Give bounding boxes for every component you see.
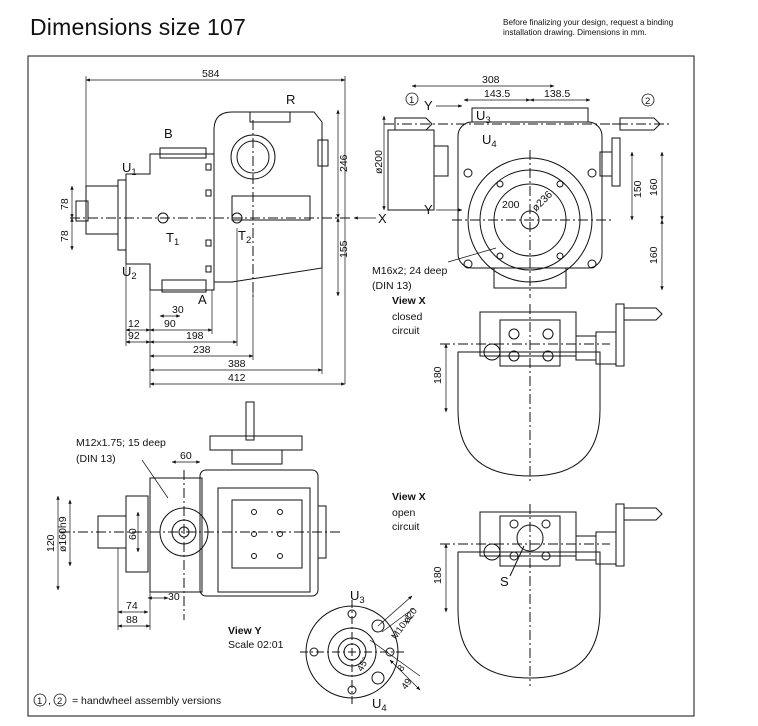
drawing-frame	[27, 55, 695, 717]
thread-note-din-top: (DIN 13)	[372, 280, 412, 292]
dim-78-top: 78	[59, 198, 71, 210]
design-note-line: installation drawing. Dimensions in mm.	[503, 28, 647, 37]
front-view	[384, 107, 670, 298]
dim-200: 200	[502, 199, 520, 211]
bottom-view-dimension-lines	[56, 459, 201, 630]
thread-note-din-bottom: (DIN 13)	[76, 453, 116, 465]
view-y-scale: Scale 02:01	[228, 639, 284, 651]
side-view	[70, 111, 350, 300]
label-y-top: Y	[424, 98, 433, 113]
dim-246: 246	[338, 154, 350, 172]
dim-180-open: 180	[432, 566, 444, 584]
view-x-closed-line1: closed	[392, 311, 423, 323]
label-s: S	[500, 574, 509, 589]
label-u4: U4	[482, 132, 497, 150]
side-view-dimension-lines	[70, 76, 376, 388]
label-x: X	[378, 211, 387, 226]
dim-d236: ø236	[530, 189, 556, 215]
label-r: R	[286, 92, 295, 107]
front-view-dimension-lines	[382, 84, 664, 291]
dim-92: 92	[128, 330, 140, 342]
dim-155: 155	[338, 240, 350, 258]
dim-m10x1: M10x1	[389, 612, 414, 642]
view-x-open-line1: open	[392, 507, 416, 519]
dim-308: 308	[482, 74, 500, 86]
footer-marker-1	[33, 693, 47, 707]
label-u1: U1	[122, 160, 137, 178]
footer-marker-2	[53, 693, 67, 707]
dim-30: 30	[172, 304, 184, 316]
dim-388: 388	[228, 358, 246, 370]
dim-238: 238	[193, 344, 211, 356]
label-t1: T1	[166, 230, 179, 248]
dim-198: 198	[186, 330, 204, 342]
dim-60-horizontal: 60	[180, 450, 192, 462]
dim-12: 12	[128, 318, 140, 330]
label-a: A	[198, 292, 207, 307]
bottom-view-drawing	[60, 401, 340, 620]
dim-160-bottom: 160	[648, 246, 660, 264]
dim-180-closed: 180	[432, 366, 444, 384]
dim-150: 150	[632, 180, 644, 198]
label-u3: U3	[476, 108, 491, 126]
view-y-dimension-lines	[369, 595, 421, 691]
view-x-open-drawing	[440, 503, 663, 686]
dim-88: 88	[126, 614, 138, 626]
view-y-drawing	[300, 600, 404, 704]
footer-marker-2-label: 2	[57, 696, 62, 707]
dim-120: 120	[45, 534, 57, 552]
label-t2: T2	[238, 228, 251, 246]
view-x-closed-title: View X	[392, 295, 426, 307]
view-x-open-line2: circuit	[392, 521, 420, 533]
version-2-label: 2	[645, 96, 650, 107]
label-u3-view-y: U3	[350, 588, 365, 606]
dim-138-5: 138.5	[544, 88, 570, 100]
design-note: Before finalizing your design, request a…	[503, 18, 723, 38]
page-title: Dimensions size 107	[30, 14, 247, 40]
thread-note-m12: M12x1.75; 15 deep	[76, 437, 166, 449]
label-y-bottom: Y	[424, 202, 433, 217]
dim-584: 584	[202, 68, 220, 80]
design-note-line: Before finalizing your design, request a…	[503, 18, 674, 27]
view-x-closed-drawing	[440, 303, 663, 484]
footer-marker-1-label: 1	[37, 696, 42, 707]
version-1-label: 1	[409, 95, 414, 106]
label-u4-view-y: U4	[372, 696, 387, 714]
label-u2: U2	[122, 264, 137, 282]
dim-60-vertical: 60	[127, 528, 139, 540]
view-x-open-title: View X	[392, 491, 426, 503]
footer-legend-text: = handwheel assembly versions	[72, 695, 221, 707]
view-x-closed-line2: circuit	[392, 325, 420, 337]
view-y-title: View Y	[228, 625, 261, 637]
dim-90: 90	[164, 318, 176, 330]
dim-143-5: 143.5	[484, 88, 510, 100]
thread-note-m16: M16x2; 24 deep	[372, 265, 447, 277]
dim-49: 49	[399, 677, 414, 692]
footer-separator: ,	[48, 695, 51, 707]
dim-d160h9: ø160h9	[57, 516, 69, 552]
dim-30-bottom: 30	[168, 591, 180, 603]
dim-d200: ø200	[373, 150, 385, 174]
dim-412: 412	[228, 372, 246, 384]
version-1-marker	[405, 92, 419, 106]
dim-78-bottom: 78	[59, 230, 71, 242]
version-2-marker	[641, 93, 655, 107]
label-b: B	[164, 126, 173, 141]
dim-74: 74	[126, 600, 138, 612]
dim-8: 8	[395, 663, 407, 674]
dim-160-top: 160	[648, 178, 660, 196]
